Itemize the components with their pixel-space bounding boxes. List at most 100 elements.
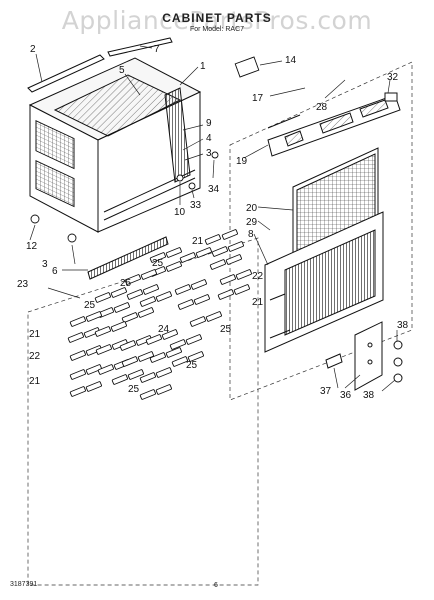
strap-piece [110,321,127,332]
strap-piece [209,259,226,270]
strap-piece [145,334,162,345]
callout-10: 10 [174,207,186,218]
dashed-group-outlines [27,61,413,586]
callout-21-a: 21 [192,236,204,247]
callout-38-a: 38 [397,320,409,331]
strap-piece [185,334,202,345]
callout-17: 17 [252,93,264,104]
strap-piece [121,312,138,323]
strap-piece [211,246,228,257]
strap-piece [110,287,127,298]
front-grille [264,211,384,353]
clip-37-icon [325,353,343,369]
callout-36: 36 [340,390,352,401]
strap-piece [177,299,194,310]
callout-34: 34 [208,184,220,195]
callout-37: 37 [320,386,332,397]
callout-labels: 2 7 5 1 9 4 3 14 17 28 32 19 34 10 33 20… [17,44,409,401]
strap-piece [155,384,172,395]
strap-piece [187,351,204,362]
nut-38-icon [393,373,403,383]
callout-22-a: 22 [252,271,264,282]
strap-piece [94,292,111,303]
strap-piece [139,389,156,400]
strap-piece [149,352,166,363]
strap-piece [235,269,252,280]
screw-3-icon [67,233,77,243]
strap-piece [142,284,159,295]
callout-23: 23 [17,279,29,290]
bottom-bracket [87,236,169,280]
strap-piece [67,332,84,343]
callout-8: 8 [248,229,254,240]
strap-piece [139,372,156,383]
callout-32: 32 [387,72,399,83]
strap-piece [124,274,141,285]
callout-20: 20 [246,203,258,214]
document-number: 3187391 [10,581,38,588]
strap-piece [69,386,86,397]
callout-25-d: 25 [220,324,232,335]
watermark: AppliancePartsPros.com [61,6,373,35]
strap-piece [97,364,114,375]
callout-3: 3 [206,148,212,159]
callout-2: 2 [30,44,36,55]
strap-piece [189,316,206,327]
cabinet-wrapper [28,57,202,233]
callout-21-d: 21 [29,376,41,387]
callout-3b: 3 [42,259,48,270]
nut-38-icon [393,357,403,367]
strap-piece [155,291,172,302]
strap-piece [219,274,236,285]
hardware-group-outline [27,237,259,586]
strap-piece [69,316,86,327]
nut-38-icon [393,340,403,350]
strap-piece [111,374,128,385]
strap-piece [140,269,157,280]
page-number: 6 [214,582,218,589]
side-plate [325,321,403,391]
callout-1: 1 [200,61,206,72]
strap-piece [174,284,191,295]
callout-25-c: 25 [84,300,96,311]
bracket-14-icon [234,56,260,78]
screw-parts [30,56,260,243]
callout-19: 19 [236,156,248,167]
screw-34-icon [211,151,219,159]
strap-piece [165,261,182,272]
callout-25-f: 25 [128,384,140,395]
strap-piece [204,234,221,245]
callout-14: 14 [285,55,297,66]
strap-piece [193,294,210,305]
strap-parts [67,229,252,400]
strap-piece [171,356,188,367]
strap-piece [85,364,102,375]
strap-piece [169,339,186,350]
strap-piece [161,329,178,340]
strap-piece [165,247,182,258]
air-filter [292,147,379,259]
strap-piece [165,347,182,358]
strap-piece [85,311,102,322]
clip-33-icon [188,182,196,190]
callout-22-b: 22 [29,351,41,362]
strap-piece [190,279,207,290]
callout-leaders [29,45,398,392]
strap-piece [139,296,156,307]
strap-piece [233,284,250,295]
callout-33: 33 [190,200,202,211]
callout-28: 28 [316,102,328,113]
clip-10-icon [176,174,184,182]
callout-29: 29 [246,217,258,228]
strap-piece [137,351,154,362]
strap-piece [85,381,102,392]
strap-piece [94,326,111,337]
strap-piece [126,289,143,300]
callout-24: 24 [158,324,170,335]
strap-piece [195,247,212,258]
strap-piece [179,252,196,263]
callout-7: 7 [154,44,160,55]
strap-piece [137,307,154,318]
callout-38-b: 38 [363,390,375,401]
